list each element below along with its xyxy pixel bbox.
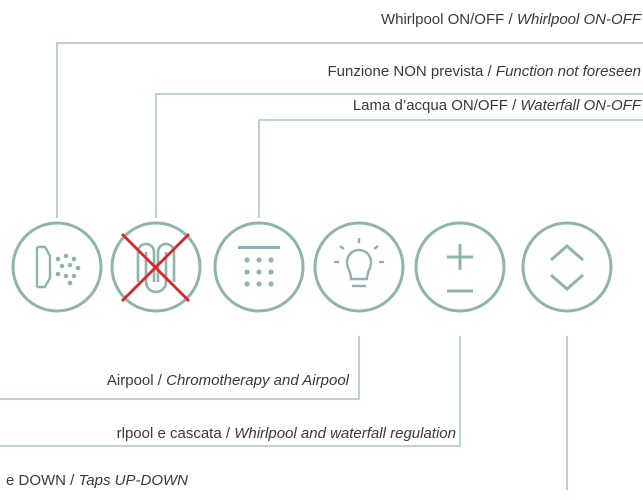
- chromotherapy-button[interactable]: [313, 221, 405, 313]
- airpool-button[interactable]: [11, 221, 103, 313]
- cross-icon: [121, 233, 190, 302]
- callout-regulation: rlpool e cascata / Whirlpool and waterfa…: [117, 425, 456, 443]
- whirlpool-button[interactable]: [110, 221, 202, 313]
- callout-taps-it: e DOWN: [6, 472, 66, 489]
- plus-minus-icon: [447, 244, 473, 293]
- leader-line-chromotherapy: [0, 336, 360, 400]
- callout-not-foreseen-en: Function not foreseen: [495, 63, 641, 80]
- leader-line-waterfall: [258, 119, 643, 218]
- up-down-arrows-icon: [550, 244, 584, 291]
- callout-whirlpool: Whirlpool ON/OFF / Whirlpool ON-OFF: [381, 11, 641, 29]
- callout-waterfall: Lama d’acqua ON/OFF / Waterfall ON-OFF: [353, 97, 641, 115]
- callout-not-foreseen: Funzione NON prevista / Function not for…: [327, 63, 641, 81]
- separator: /: [504, 11, 517, 28]
- callout-regulation-en: Whirlpool and waterfall regulation: [234, 425, 456, 442]
- callout-chromotherapy: Airpool / Chromotherapy and Airpool: [107, 372, 349, 390]
- waterfall-icon: [238, 246, 280, 287]
- callout-taps: e DOWN / Taps UP-DOWN: [6, 472, 188, 490]
- leader-line-whirlpool: [56, 42, 643, 218]
- callout-whirlpool-en: Whirlpool ON-OFF: [516, 11, 641, 28]
- separator: /: [507, 97, 521, 114]
- waterfall-button[interactable]: [213, 221, 305, 313]
- callout-waterfall-it: Lama d’acqua ON/OFF: [352, 97, 508, 114]
- callout-chromotherapy-it: Airpool: [106, 372, 154, 389]
- separator: /: [153, 372, 167, 389]
- leader-line-regulation: [0, 336, 461, 447]
- callout-chromotherapy-en: Chromotherapy and Airpool: [166, 372, 349, 389]
- callout-waterfall-en: Waterfall ON-OFF: [520, 97, 641, 114]
- airpool-icon: [35, 245, 81, 289]
- plus-minus-button[interactable]: [414, 221, 506, 313]
- callout-taps-en: Taps UP-DOWN: [78, 472, 188, 489]
- callout-whirlpool-it: Whirlpool ON/OFF: [380, 11, 505, 28]
- up-down-button[interactable]: [521, 221, 613, 313]
- separator: /: [66, 472, 79, 489]
- callout-not-foreseen-it: Funzione NON prevista: [327, 63, 484, 80]
- separator: /: [483, 63, 496, 80]
- separator: /: [221, 425, 235, 442]
- leader-line-not-foreseen: [155, 93, 643, 218]
- chromotherapy-icon: [334, 238, 384, 288]
- callout-regulation-it: rlpool e cascata: [116, 425, 222, 442]
